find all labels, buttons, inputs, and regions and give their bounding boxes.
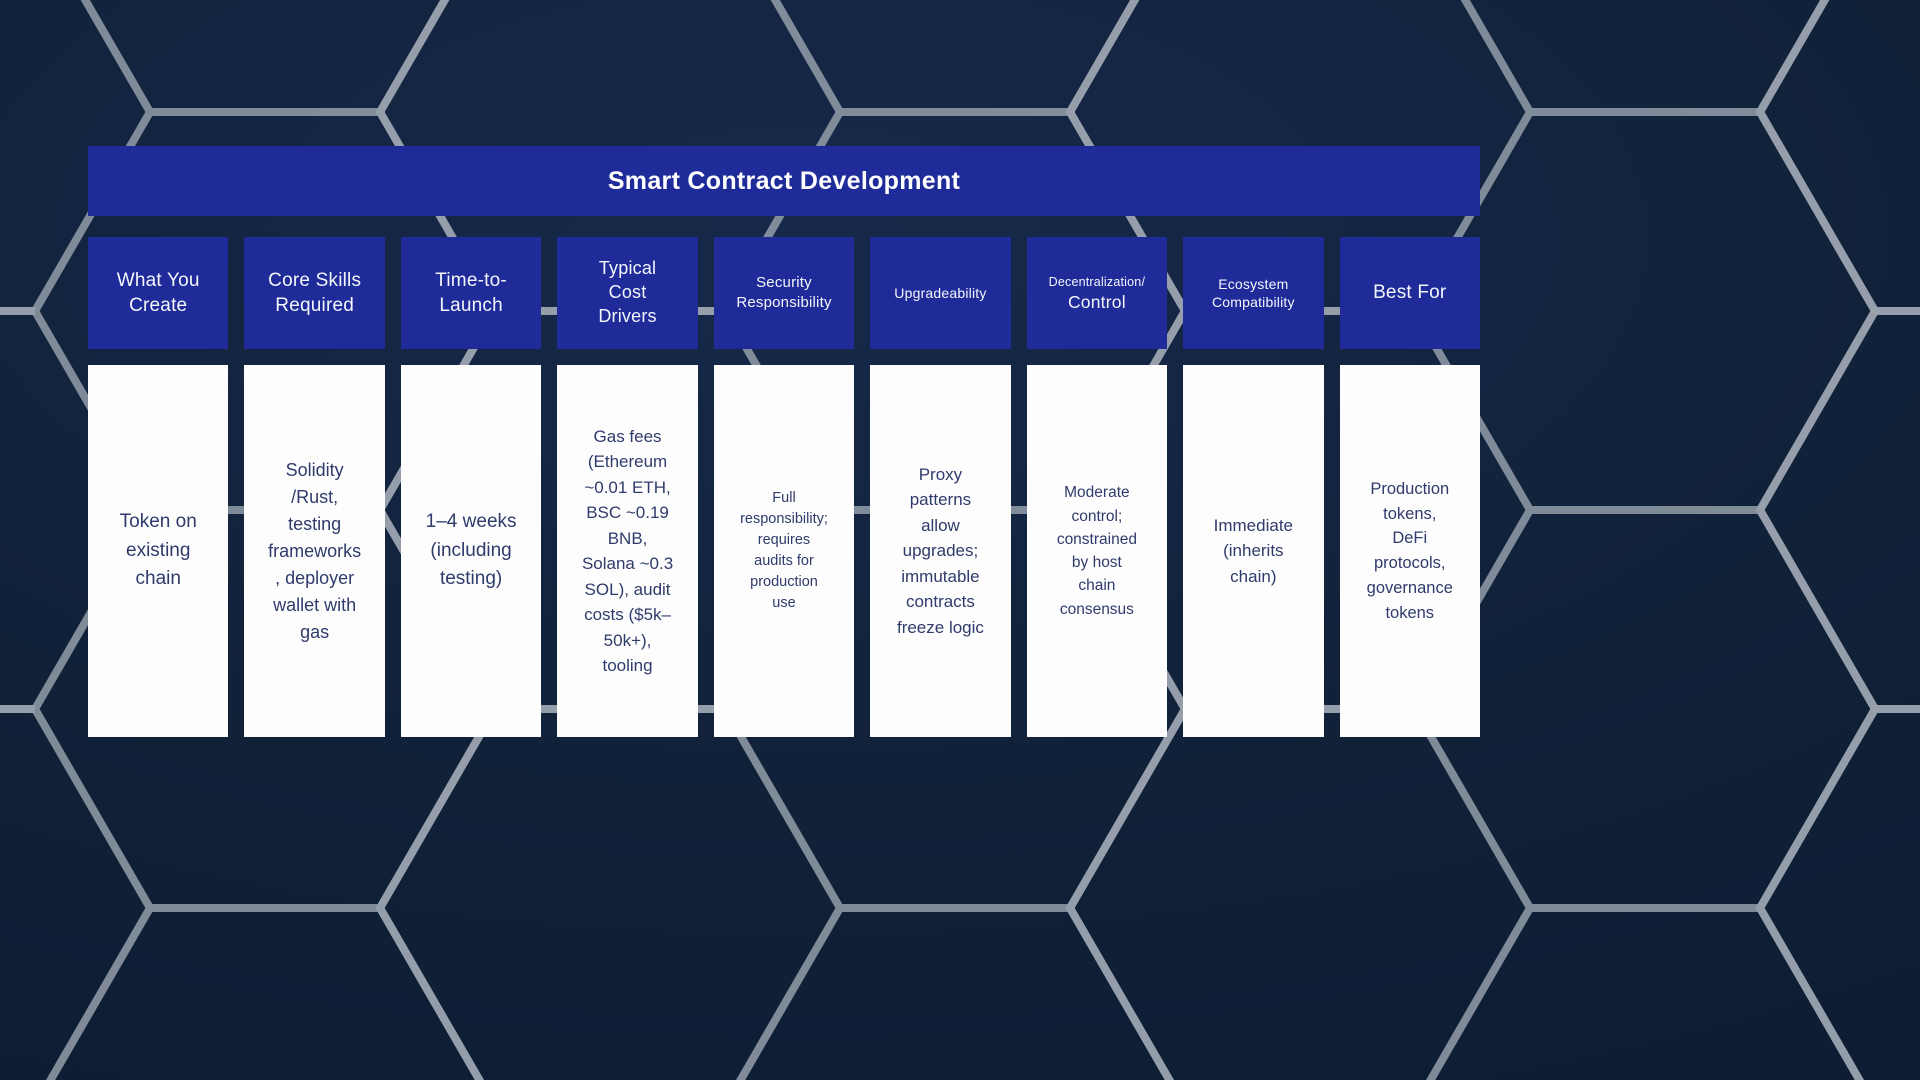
cell-text: Gas fees (Ethereum ~0.01 ETH, BSC ~0.19 … (581, 426, 674, 676)
comparison-table: Smart Contract Development What You Crea… (88, 146, 1480, 737)
header-label: What You Create (116, 269, 200, 316)
cell-typical-cost-drivers: Gas fees (Ethereum ~0.01 ETH, BSC ~0.19 … (557, 365, 698, 737)
cell-time-to-launch: 1–4 weeks (including testing) (400, 365, 542, 737)
column-header-upgradeability: Upgradeability (870, 237, 1011, 349)
column-header-decentralization-control: Decentralization/ Control (1026, 237, 1168, 349)
table-title: Smart Contract Development (607, 166, 961, 195)
cell-best-for: Production tokens, DeFi protocols, gover… (1339, 365, 1480, 737)
cell-text: 1–4 weeks (including testing) (425, 511, 517, 590)
cell-text: Proxy patterns allow upgrades; immutable… (896, 464, 984, 637)
cell-text: Immediate (inherits chain) (1213, 515, 1294, 586)
cell-decentralization-control: Moderate control; constrained by host ch… (1026, 365, 1168, 737)
cell-text: Production tokens, DeFi protocols, gover… (1366, 479, 1453, 622)
header-label: Ecosystem Compatibility (1211, 275, 1295, 310)
table-grid: What You Create Core Skills Required Tim… (88, 237, 1480, 737)
column-header-core-skills-required: Core Skills Required (244, 237, 385, 349)
column-header-what-you-create: What You Create (88, 237, 229, 349)
cell-ecosystem-compatibility: Immediate (inherits chain) (1183, 365, 1324, 737)
header-label: Core Skills Required (268, 269, 362, 316)
header-label: Typical Cost Drivers (598, 258, 657, 326)
cell-core-skills-required: Solidity /Rust, testing frameworks , dep… (244, 365, 385, 737)
column-header-best-for: Best For (1339, 237, 1480, 349)
cell-text: Full responsibility; requires audits for… (740, 489, 828, 612)
header-label-main: Control (1067, 291, 1126, 312)
column-header-ecosystem-compatibility: Ecosystem Compatibility (1183, 237, 1324, 349)
cell-security-responsibility: Full responsibility; requires audits for… (713, 365, 855, 737)
header-label: Upgradeability (894, 284, 987, 301)
cell-text: Solidity /Rust, testing frameworks , dep… (268, 459, 362, 642)
header-label: Best For (1373, 282, 1447, 304)
header-label: Time-to- Launch (435, 269, 507, 316)
header-label-top: Decentralization/ (1048, 274, 1146, 289)
column-header-typical-cost-drivers: Typical Cost Drivers (557, 237, 698, 349)
cell-what-you-create: Token on existing chain (88, 365, 229, 737)
table-title-bar: Smart Contract Development (88, 146, 1480, 216)
cell-text: Token on existing chain (119, 511, 197, 590)
header-label: Security Responsibility (736, 274, 832, 311)
column-header-security-responsibility: Security Responsibility (713, 237, 855, 349)
cell-text: Moderate control; constrained by host ch… (1056, 484, 1137, 618)
column-header-time-to-launch: Time-to- Launch (400, 237, 542, 349)
cell-upgradeability: Proxy patterns allow upgrades; immutable… (870, 365, 1011, 737)
